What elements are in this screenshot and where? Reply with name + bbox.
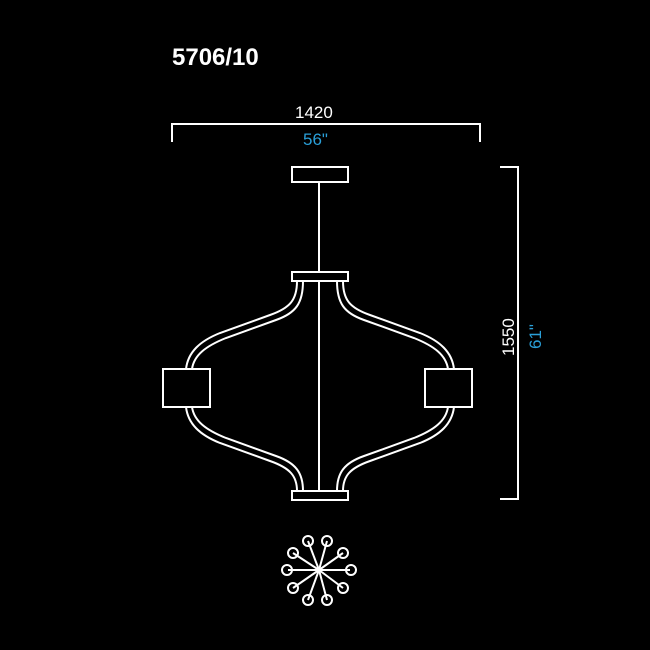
right-arm	[336, 280, 455, 492]
bottom-hub	[291, 490, 349, 501]
left-light-module	[162, 368, 211, 408]
left-arm	[185, 280, 304, 492]
width-dimension-line	[171, 123, 481, 142]
height-dimension-line	[500, 166, 519, 500]
top-view-starburst-icon	[281, 535, 357, 606]
top-hub	[291, 271, 349, 282]
model-code: 5706/10	[172, 44, 259, 71]
width-inch-label: 56"	[303, 130, 328, 149]
ceiling-canopy	[291, 166, 349, 183]
right-light-module	[424, 368, 473, 408]
width-mm-label: 1420	[295, 103, 333, 122]
